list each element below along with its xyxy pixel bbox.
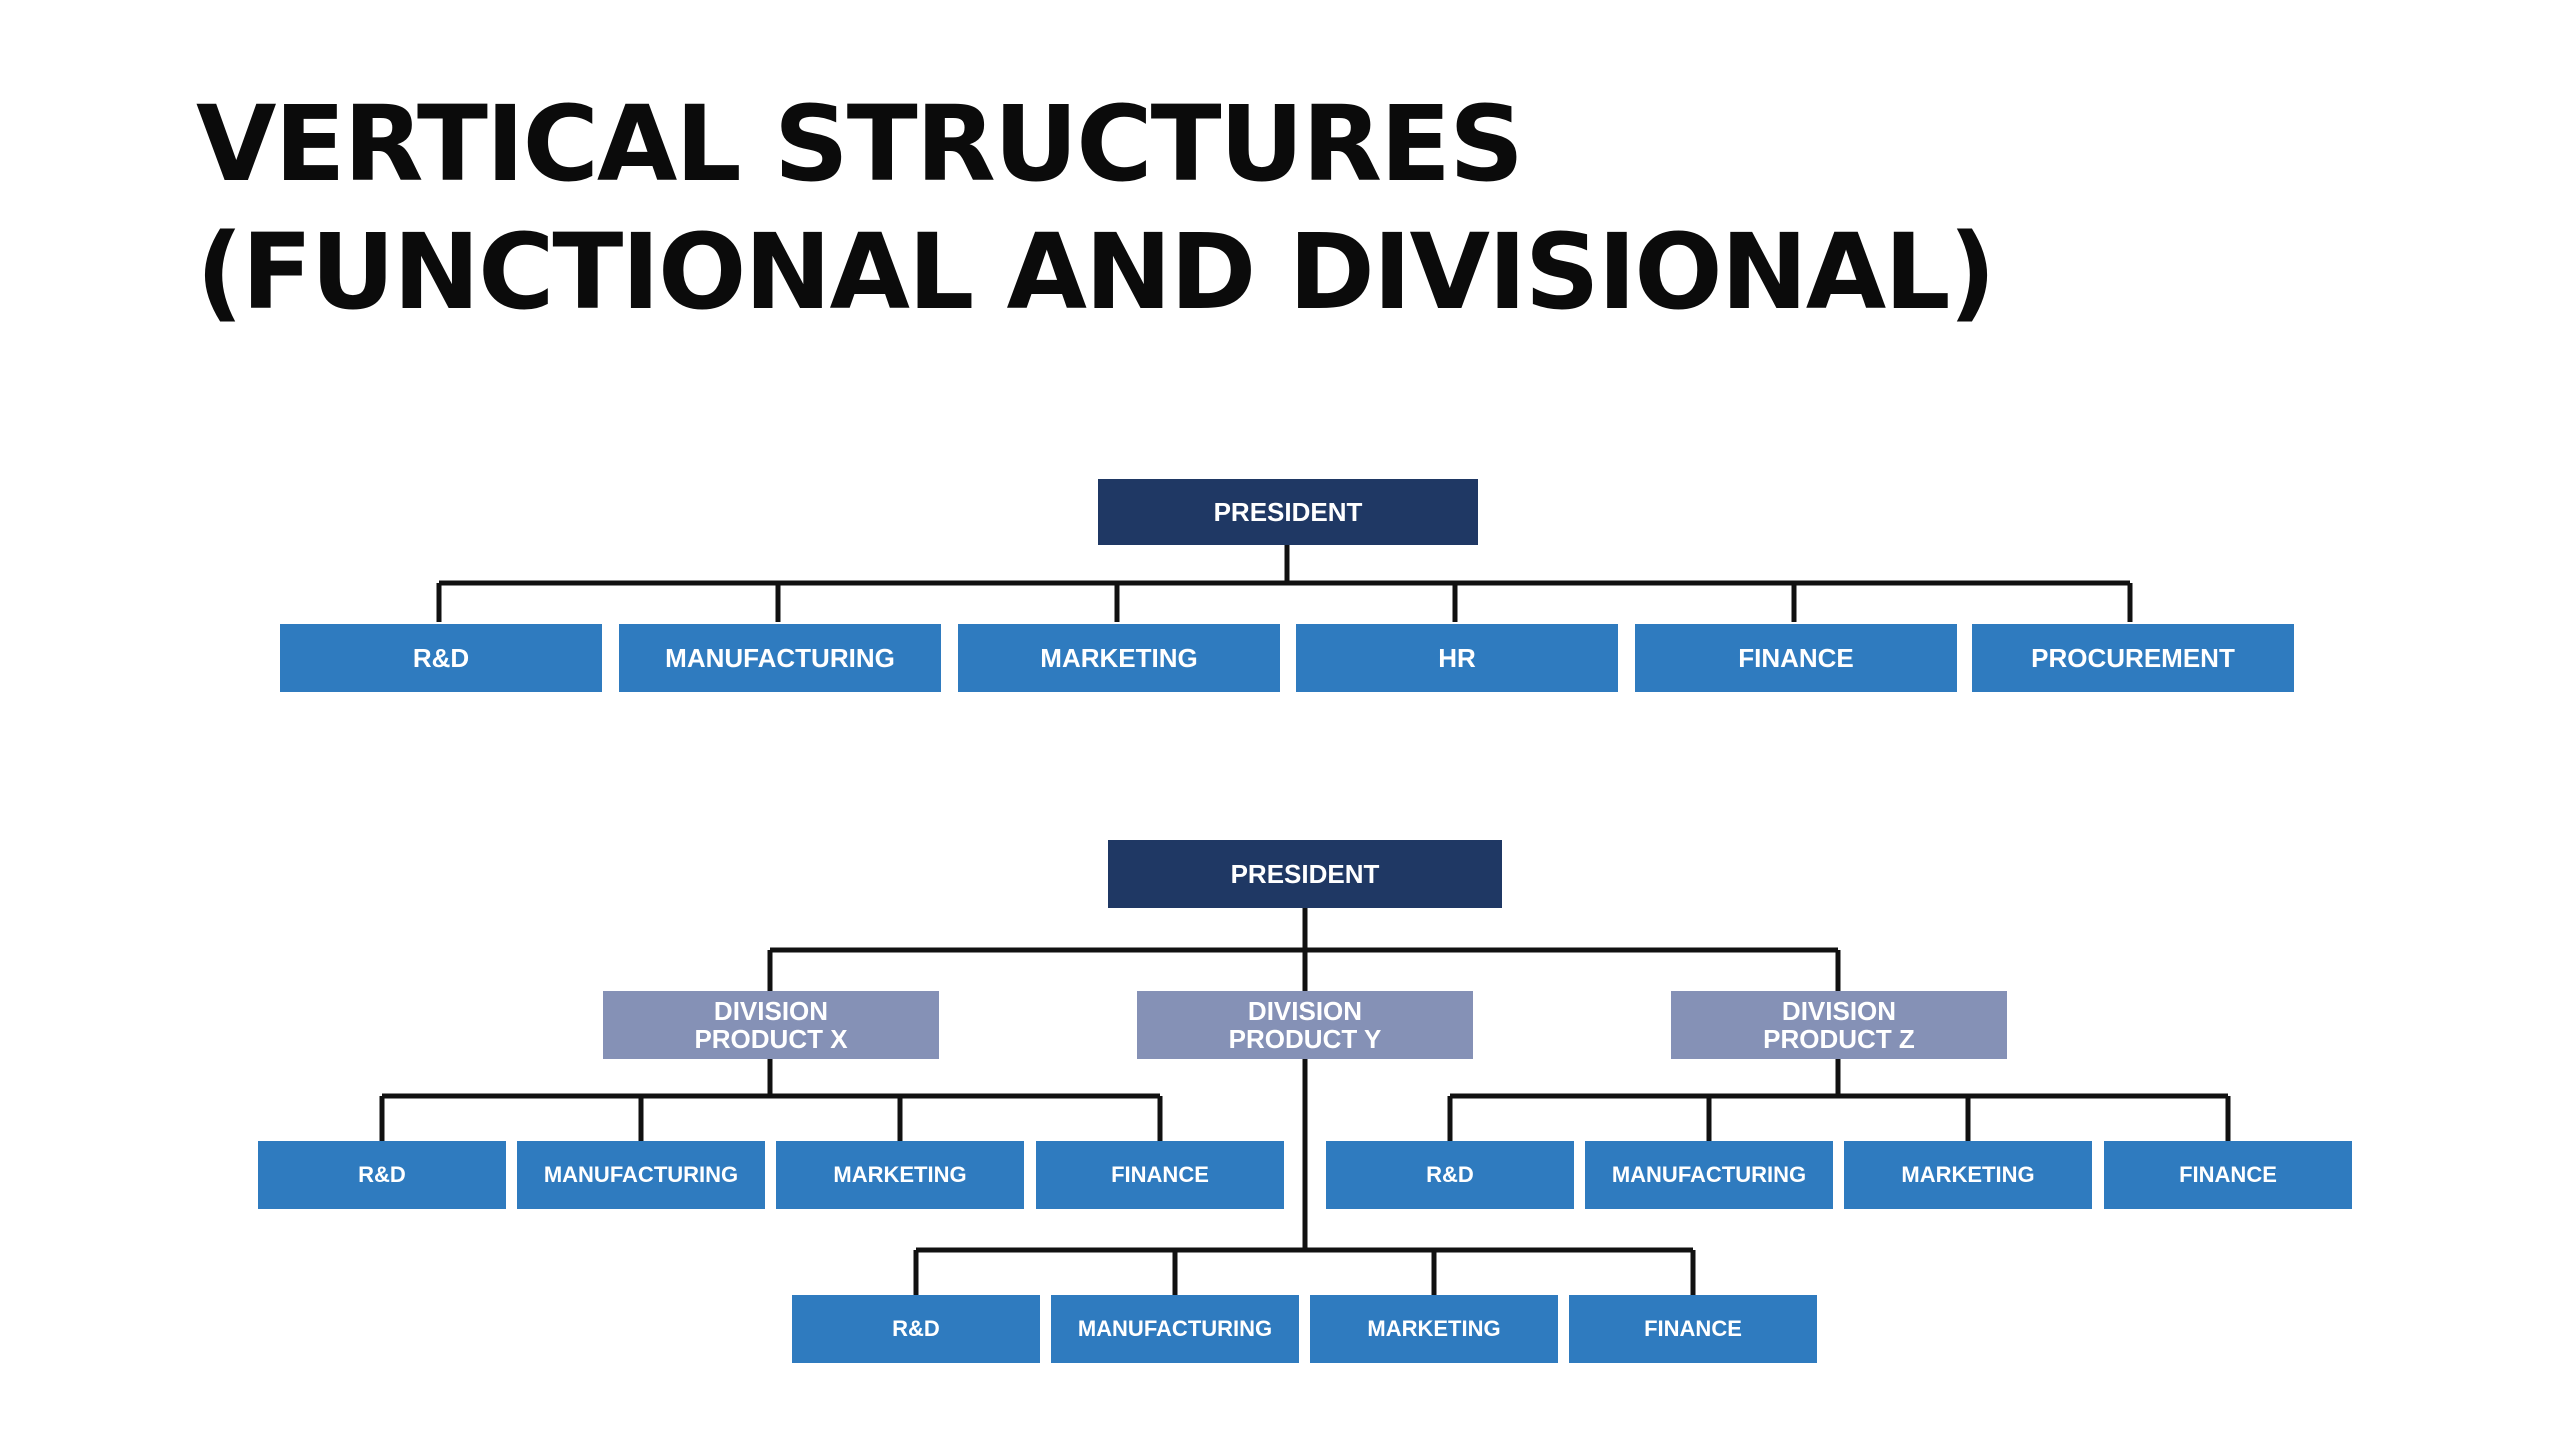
division-x-dept-manufacturing: MANUFACTURING (517, 1141, 765, 1209)
division-y-dept-rd: R&D (792, 1295, 1040, 1363)
functional-dept-label: R&D (412, 642, 470, 673)
functional-dept-manufacturing: MANUFACTURING (619, 624, 941, 692)
slide-title-line-2: (FUNCTIONAL AND DIVISIONAL) (196, 211, 1996, 333)
divisional-president-box: PRESIDENT (1108, 840, 1502, 908)
division-label-line-1: DIVISION (1247, 996, 1363, 1026)
division-label-line-2: PRODUCT X (694, 1024, 848, 1054)
functional-dept-marketing: MARKETING (958, 624, 1280, 692)
division-dept-label: MANUFACTURING (1611, 1162, 1807, 1187)
division-dept-label: FINANCE (2179, 1162, 2277, 1187)
division-x-dept-marketing: MARKETING (776, 1141, 1024, 1209)
division-product-z-box: DIVISION PRODUCT Z (1671, 991, 2007, 1059)
division-label-line-2: PRODUCT Z (1763, 1024, 1915, 1054)
functional-dept-label: HR (1438, 642, 1476, 673)
division-product-x-box: DIVISION PRODUCT X (603, 991, 939, 1059)
slide-title: VERTICAL STRUCTURES (FUNCTIONAL AND DIVI… (196, 80, 2396, 336)
division-z-dept-finance: FINANCE (2104, 1141, 2352, 1209)
functional-dept-procurement: PROCUREMENT (1972, 624, 2294, 692)
functional-dept-finance: FINANCE (1635, 624, 1957, 692)
division-y-dept-manufacturing: MANUFACTURING (1051, 1295, 1299, 1363)
division-x-dept-finance: FINANCE (1036, 1141, 1284, 1209)
functional-dept-hr: HR (1296, 624, 1618, 692)
division-y-dept-marketing: MARKETING (1310, 1295, 1558, 1363)
division-dept-label: R&D (1426, 1162, 1474, 1187)
division-dept-label: R&D (892, 1316, 940, 1341)
division-label-line-2: PRODUCT Y (1228, 1024, 1382, 1054)
division-dept-label: FINANCE (1644, 1316, 1742, 1341)
functional-president-box: PRESIDENT (1098, 479, 1478, 545)
functional-dept-rd: R&D (280, 624, 602, 692)
division-z-dept-marketing: MARKETING (1844, 1141, 2092, 1209)
division-z-dept-rd: R&D (1326, 1141, 1574, 1209)
division-dept-label: MARKETING (1901, 1162, 2035, 1187)
functional-dept-label: MARKETING (1040, 642, 1198, 673)
division-y-dept-finance: FINANCE (1569, 1295, 1817, 1363)
functional-dept-label: MANUFACTURING (665, 642, 895, 673)
division-z-dept-manufacturing: MANUFACTURING (1585, 1141, 1833, 1209)
divisional-president-label: PRESIDENT (1230, 858, 1380, 889)
division-dept-label: MANUFACTURING (543, 1162, 739, 1187)
division-dept-label: MARKETING (833, 1162, 967, 1187)
division-dept-label: MARKETING (1367, 1316, 1501, 1341)
division-product-y-box: DIVISION PRODUCT Y (1137, 991, 1473, 1059)
division-label-line-1: DIVISION (1781, 996, 1897, 1026)
division-dept-label: FINANCE (1111, 1162, 1209, 1187)
division-x-dept-rd: R&D (258, 1141, 506, 1209)
slide-title-line-1: VERTICAL STRUCTURES (196, 83, 1524, 205)
functional-dept-label: PROCUREMENT (2031, 642, 2235, 673)
division-label-line-1: DIVISION (713, 996, 829, 1026)
division-dept-label: MANUFACTURING (1077, 1316, 1273, 1341)
functional-president-label: PRESIDENT (1213, 496, 1363, 527)
division-dept-label: R&D (358, 1162, 406, 1187)
functional-dept-label: FINANCE (1738, 642, 1854, 673)
